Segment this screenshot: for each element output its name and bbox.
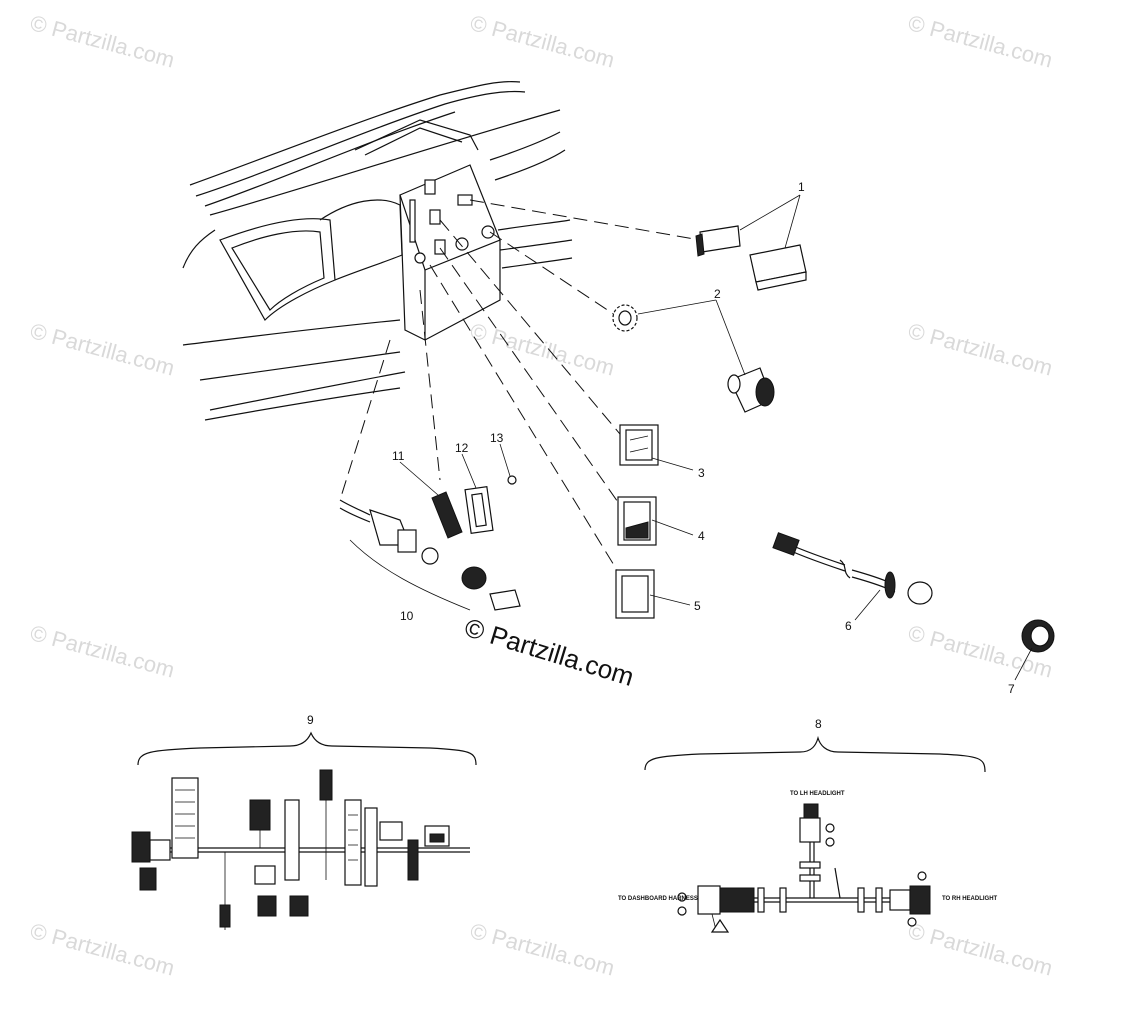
label-to-lh-headlight: TO LH HEADLIGHT — [790, 791, 845, 797]
callout-2: 2 — [714, 287, 721, 301]
callout-12: 12 — [455, 441, 469, 455]
callout-8: 8 — [815, 717, 822, 731]
part-13-screw — [507, 475, 517, 485]
callout-1: 1 — [798, 180, 805, 194]
callout-4: 4 — [698, 529, 705, 543]
part-5-bezel — [615, 569, 655, 619]
brace-8 — [644, 735, 986, 773]
part-2-outlet — [612, 304, 775, 413]
callout-3: 3 — [698, 466, 705, 480]
label-to-rh-headlight: TO RH HEADLIGHT — [942, 896, 998, 902]
callout-10: 10 — [400, 609, 414, 623]
callout-13: 13 — [490, 431, 504, 445]
part-6-cable — [772, 532, 933, 605]
part-10-ignition — [339, 499, 521, 611]
callout-numbers: 1 2 3 4 5 6 7 8 9 10 11 12 13 — [307, 180, 1015, 731]
leader-lines — [339, 199, 701, 576]
part-4-switch — [617, 496, 657, 546]
callout-7: 7 — [1008, 682, 1015, 696]
label-to-dashboard-harness: TO DASHBOARD HARNESS — [618, 896, 698, 902]
part-12-bezel — [464, 486, 494, 534]
wiring-harness-9 — [131, 769, 470, 930]
brace-9 — [137, 731, 477, 766]
callout-11: 11 — [392, 449, 405, 463]
callout-5: 5 — [694, 599, 701, 613]
part-7-grommet — [1021, 619, 1055, 653]
callout-leaders — [399, 194, 1033, 681]
part-3-switch — [619, 424, 659, 466]
part-11-lens — [431, 491, 463, 539]
callout-6: 6 — [845, 619, 852, 633]
wiring-harness-8: TO LH HEADLIGHT TO DASHBOARD HARNESS TO … — [618, 791, 998, 933]
part-1-bezel — [695, 225, 807, 291]
callout-9: 9 — [307, 713, 314, 727]
dashboard-body — [182, 81, 573, 421]
